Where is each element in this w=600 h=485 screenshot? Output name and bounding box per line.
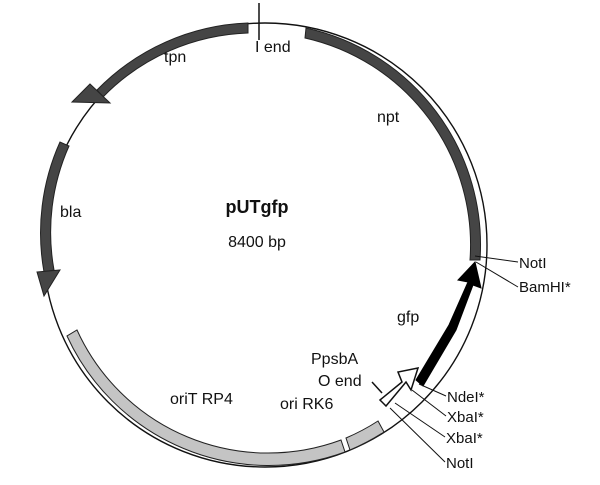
noti-bottom-label: NotI	[446, 455, 474, 472]
orit-rp4-segment	[66, 329, 346, 466]
noti-top-label: NotI	[519, 255, 547, 272]
tpn-label: tpn	[164, 49, 186, 66]
npt-label: npt	[377, 109, 400, 126]
xbai2-leader	[394, 402, 446, 438]
ndei-label: NdeI*	[447, 389, 485, 406]
plasmid-size: 8400 bp	[228, 234, 286, 251]
noti-top-leader	[474, 255, 519, 263]
ppsba-promoter	[378, 367, 420, 408]
xbai1-label: XbaI*	[447, 409, 484, 426]
npt-segment	[304, 27, 481, 261]
noti-bottom-leader	[389, 407, 446, 463]
bamhi-label: BamHI*	[519, 279, 571, 296]
ori-rk6-segment	[345, 420, 385, 451]
orit-rp4-label: oriT RP4	[170, 391, 233, 408]
gfp-label: gfp	[397, 309, 419, 326]
xbai1-leader	[411, 389, 447, 417]
ndei-leader	[418, 383, 447, 397]
ppsba-label: PpsbA	[311, 351, 358, 368]
tpn-arrowhead	[70, 83, 112, 104]
i-end-label: I end	[255, 39, 291, 56]
gfp-segment	[415, 260, 482, 387]
xbai2-label: XbaI*	[446, 430, 483, 447]
bla-segment	[40, 141, 70, 273]
plasmid-name: pUTgfp	[226, 197, 289, 217]
o-end-tick	[371, 381, 383, 394]
bla-arrowhead	[36, 269, 61, 298]
bamhi-leader	[475, 261, 519, 288]
bla-label: bla	[60, 204, 81, 221]
ori-rk6-label: ori RK6	[280, 396, 333, 413]
o-end-label: O end	[318, 373, 362, 390]
